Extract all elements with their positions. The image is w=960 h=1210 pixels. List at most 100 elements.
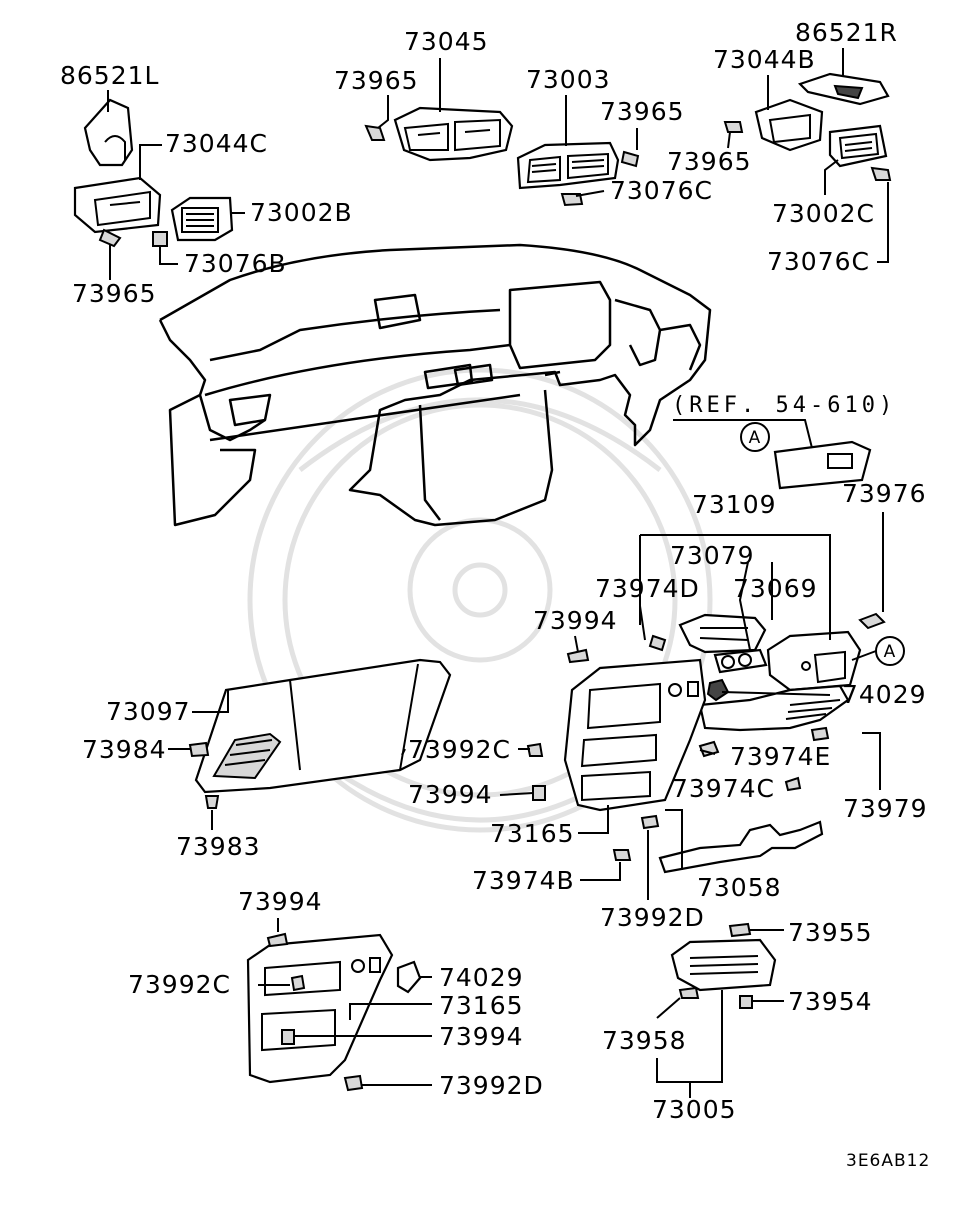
label-73994-b: 73994	[408, 780, 493, 809]
label-73983: 73983	[176, 832, 261, 861]
label-73044B: 73044B	[713, 45, 816, 74]
part-73045-center-duct	[393, 106, 514, 162]
label-73076C-b: 73076C	[767, 247, 870, 276]
part-86521L-cover	[83, 98, 134, 167]
part-73994-clip-top	[266, 932, 289, 948]
label-73955: 73955	[788, 918, 873, 947]
label-73003: 73003	[526, 65, 611, 94]
label-73974C: 73974C	[672, 774, 775, 803]
label-74029-b: 74029	[439, 963, 524, 992]
part-73076C-clip-right	[870, 166, 892, 181]
part-74029-socket-detail	[396, 960, 422, 994]
label-73165-a: 73165	[490, 819, 575, 848]
part-73109-panel	[766, 630, 862, 692]
label-73994-c: 73994	[238, 887, 323, 916]
part-73992C-screw-b	[290, 974, 306, 992]
part-73002B-vent	[170, 196, 234, 242]
part-73165-bezel-detail	[246, 933, 394, 1084]
callout-a-upper: A	[740, 422, 770, 452]
callout-a-upper-text: A	[749, 428, 762, 448]
part-73165-bezel	[563, 658, 707, 812]
part-86521R-cover	[797, 72, 890, 106]
label-73069: 73069	[733, 574, 818, 603]
label-73974D: 73974D	[595, 574, 700, 603]
part-73079-switch	[678, 613, 767, 654]
part-73992D-screw-b	[343, 1074, 364, 1092]
part-73983-screw	[204, 795, 220, 809]
label-73954: 73954	[788, 987, 873, 1016]
label-73994-d: 73994	[439, 1022, 524, 1051]
part-lower-grille-bracket	[698, 684, 850, 732]
label-73076B: 73076B	[184, 249, 287, 278]
part-73984-screw	[188, 741, 210, 758]
label-73976: 73976	[842, 479, 927, 508]
reference-label: (REF. 54-610)	[672, 393, 896, 418]
part-73005-ashtray	[670, 938, 777, 992]
part-73974D-screw	[648, 634, 667, 652]
label-73045: 73045	[404, 27, 489, 56]
label-86521R: 86521R	[795, 18, 898, 47]
label-73965-a: 73965	[72, 279, 157, 308]
dashboard-outline	[158, 243, 712, 527]
part-73044B-duct	[754, 98, 824, 152]
part-73965-screw-left	[98, 228, 122, 248]
label-73002B: 73002B	[250, 198, 353, 227]
label-73965-b: 73965	[334, 66, 419, 95]
part-73965-screw-center	[620, 150, 640, 168]
part-73097-glovebox	[194, 658, 452, 794]
label-73005: 73005	[652, 1095, 737, 1124]
part-73992D-screw-a	[640, 814, 660, 830]
label-73974E: 73974E	[730, 742, 831, 771]
label-86521L: 86521L	[60, 61, 159, 90]
part-73976-clip	[858, 612, 886, 630]
label-73979: 73979	[843, 794, 928, 823]
label-73076C-a: 73076C	[610, 176, 713, 205]
label-73992D-b: 73992D	[439, 1071, 544, 1100]
label-73958: 73958	[602, 1026, 687, 1055]
drawing-code: 3E6AB12	[846, 1151, 930, 1171]
label-73109: 73109	[692, 490, 777, 519]
label-74029-a: 74029	[842, 680, 927, 709]
part-73076B-clip	[152, 231, 168, 247]
part-73974E-screw	[698, 740, 720, 758]
label-73044C: 73044C	[165, 129, 268, 158]
label-73079: 73079	[670, 541, 755, 570]
part-73958-spring	[678, 986, 700, 999]
part-73044C-duct	[73, 176, 162, 234]
label-73165-b: 73165	[439, 991, 524, 1020]
leader-lines	[107, 48, 889, 1098]
label-73994-a: 73994	[533, 606, 618, 635]
part-73965-screw-center-left	[364, 124, 386, 141]
part-ref-panel	[773, 440, 872, 490]
part-73069-knob	[713, 648, 768, 674]
part-73994-clip-d	[281, 1029, 295, 1045]
watermark-emblem	[247, 367, 713, 833]
part-73954-screw	[739, 995, 753, 1009]
label-73974B: 73974B	[472, 866, 575, 895]
label-73992D-a: 73992D	[600, 903, 705, 932]
label-73058: 73058	[697, 873, 782, 902]
part-73003-center-vent	[516, 141, 620, 190]
part-73002C-vent	[828, 124, 888, 168]
label-73992C-b: 73992C	[128, 970, 231, 999]
label-73002C: 73002C	[772, 199, 875, 228]
part-73058-bracket	[658, 820, 824, 874]
part-73994-clip-b	[532, 785, 546, 801]
part-73979-screw	[810, 726, 830, 742]
part-73955-clip	[728, 922, 752, 938]
label-73992C-a: 73992C	[408, 735, 511, 764]
label-73984: 73984	[82, 735, 167, 764]
part-number-labels: 86521L 73044C 73002B 73076B 73965 73045 …	[60, 18, 930, 1171]
part-73994-clip-bezel-top	[566, 648, 590, 664]
callout-a-lower-text: A	[884, 642, 897, 662]
part-73992C-screw-a	[526, 742, 544, 757]
part-73974B-screw	[612, 849, 632, 861]
label-73097: 73097	[106, 697, 191, 726]
callout-a-lower: A	[875, 636, 905, 666]
part-74029-socket	[706, 678, 730, 702]
label-73965-c: 73965	[600, 97, 685, 126]
part-73974C-screw	[784, 776, 802, 792]
part-73965-screw-right	[723, 121, 744, 133]
label-73965-d: 73965	[667, 147, 752, 176]
